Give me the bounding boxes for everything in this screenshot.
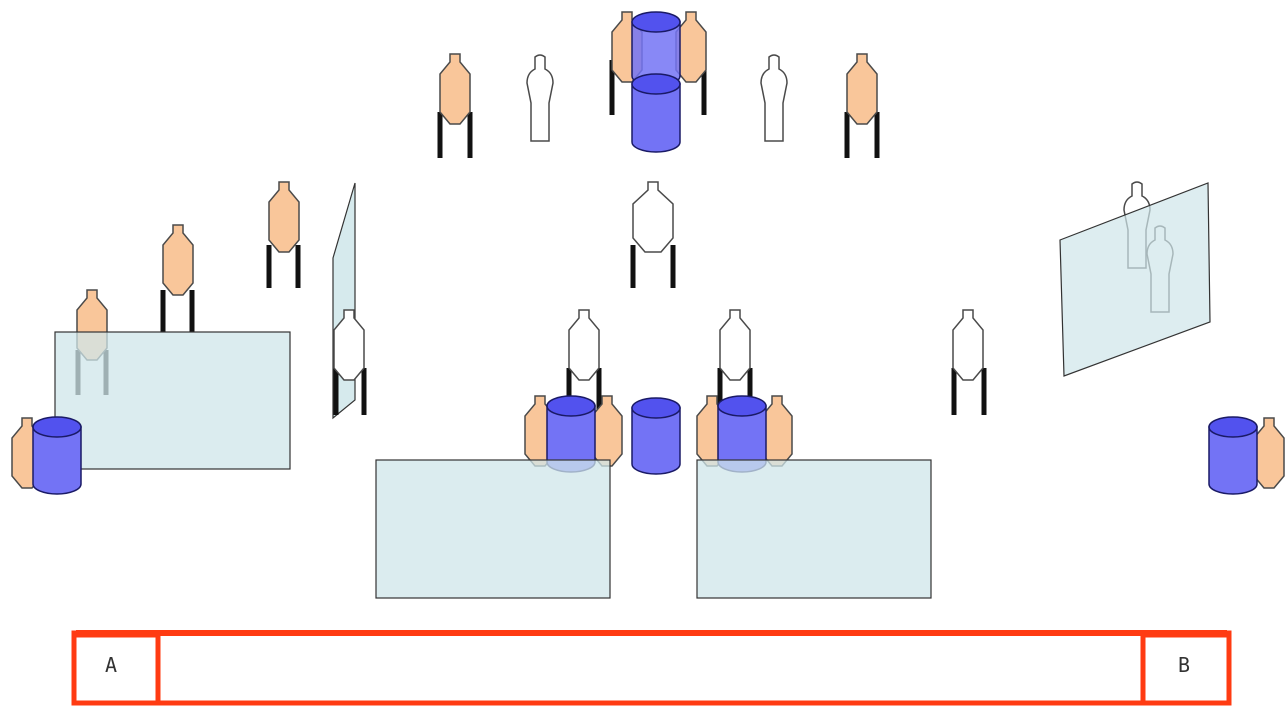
soft-cover-panel-center-right (696, 459, 932, 599)
white-target-top-left (526, 54, 554, 142)
no-shoot-target-top-center-left (609, 11, 643, 115)
no-shoot-target-far-right (1253, 417, 1285, 489)
shooting-box-a-label: A (105, 653, 117, 677)
barrel-far-left (32, 416, 82, 495)
barrel-far-right (1208, 416, 1258, 495)
soft-cover-panel-center-left (375, 459, 611, 599)
shooting-area (71, 630, 1232, 706)
barrel-top-lower (631, 73, 681, 153)
shoot-target-left-panel (333, 309, 367, 415)
no-shoot-target-left-upper (266, 181, 301, 288)
soft-cover-panel-left (54, 331, 291, 470)
white-target-top-right (760, 54, 788, 142)
barrel-lower-center (631, 397, 681, 475)
shooting-box-b-label: B (1178, 653, 1190, 677)
shooting-box-a: A (71, 632, 161, 706)
shooting-box-b: B (1140, 632, 1232, 706)
no-shoot-target-top-center-right (675, 11, 707, 115)
no-shoot-target-top-right (844, 53, 880, 158)
no-shoot-target-top-left (437, 53, 473, 158)
shoot-target-middle-center (630, 181, 676, 288)
no-shoot-target-left-mid (160, 224, 195, 332)
shoot-target-right (951, 309, 987, 415)
soft-cover-panel-right-angled (1059, 182, 1211, 377)
